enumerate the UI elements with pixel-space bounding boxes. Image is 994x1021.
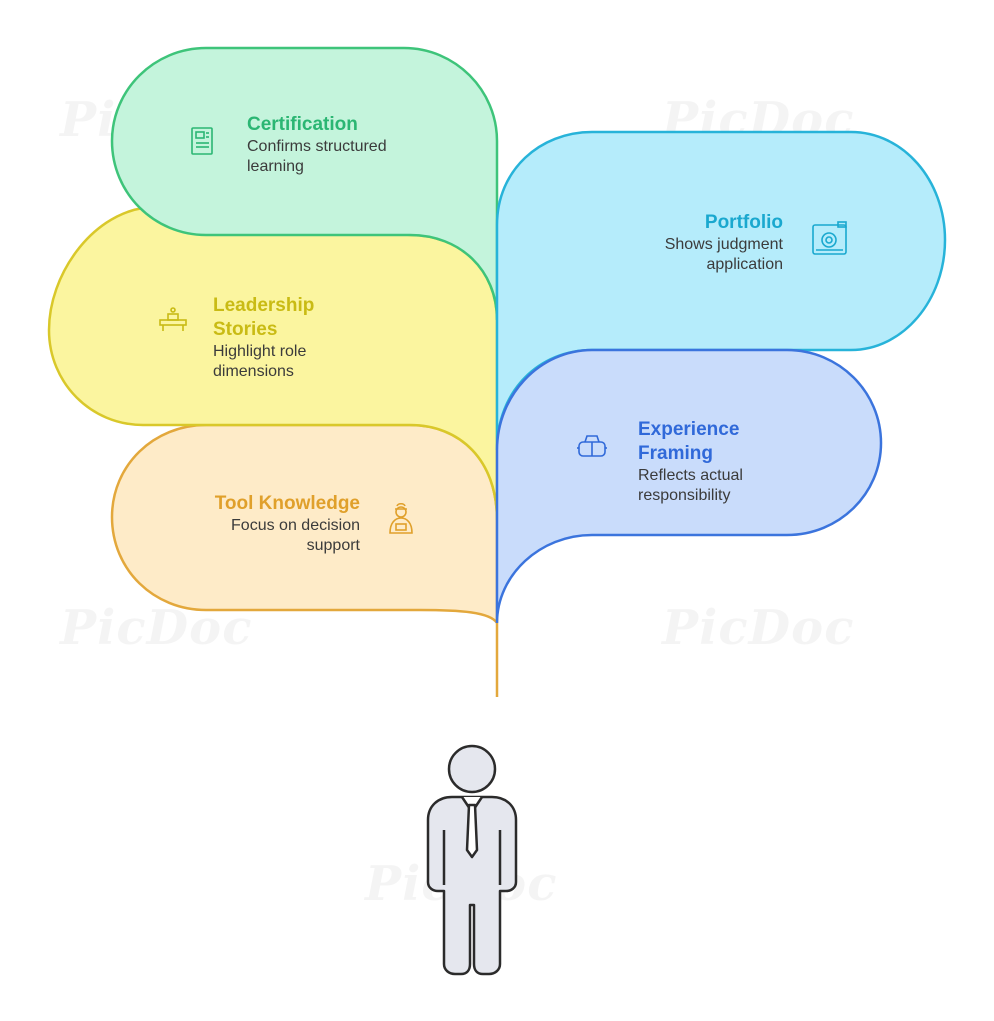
experience-title-line-1: Experience [638, 419, 740, 440]
portfolio-desc-line-1: Shows judgment [664, 236, 783, 253]
experience-desc-line-2: responsibility [638, 487, 731, 504]
experience-desc-line-1: Reflects actual [638, 467, 743, 484]
portfolio-label: Portfolio Shows judgment application [610, 211, 783, 275]
tool-knowledge-title: Tool Knowledge [214, 493, 360, 514]
certification-desc-line-2: learning [247, 158, 304, 175]
leadership-title-line-1: Leadership [213, 295, 315, 316]
tool-knowledge-desc-line-2: support [306, 537, 360, 554]
tool-knowledge-bubble [110, 423, 499, 697]
camera-icon [812, 221, 847, 255]
experience-framing-bubble [495, 348, 883, 624]
tool-knowledge-label: Tool Knowledge Focus on decision support [190, 492, 360, 556]
vr-headset-icon [577, 435, 607, 457]
tool-knowledge-desc-line-1: Focus on decision [231, 517, 360, 534]
document-icon [191, 127, 213, 155]
engineer-icon [389, 502, 413, 534]
leadership-desc-line-2: dimensions [213, 363, 294, 380]
certification-desc-line-1: Confirms structured [247, 138, 387, 155]
leadership-label: Leadership Stories Highlight role dimens… [213, 294, 314, 382]
leadership-title-line-2: Stories [213, 319, 278, 340]
person-figure [426, 744, 518, 976]
experience-title-line-2: Framing [638, 443, 713, 464]
certification-bubble [110, 46, 499, 321]
portfolio-desc-line-2: application [706, 256, 784, 273]
leadership-desc-line-1: Highlight role [213, 343, 307, 360]
watermark: PicDoc [662, 600, 854, 656]
experience-label: Experience Framing Reflects actual respo… [638, 418, 743, 506]
certification-title: Certification [247, 114, 358, 135]
podium-icon [159, 307, 187, 331]
portfolio-title: Portfolio [704, 212, 783, 233]
certification-label: Certification Confirms structured learni… [247, 113, 387, 177]
